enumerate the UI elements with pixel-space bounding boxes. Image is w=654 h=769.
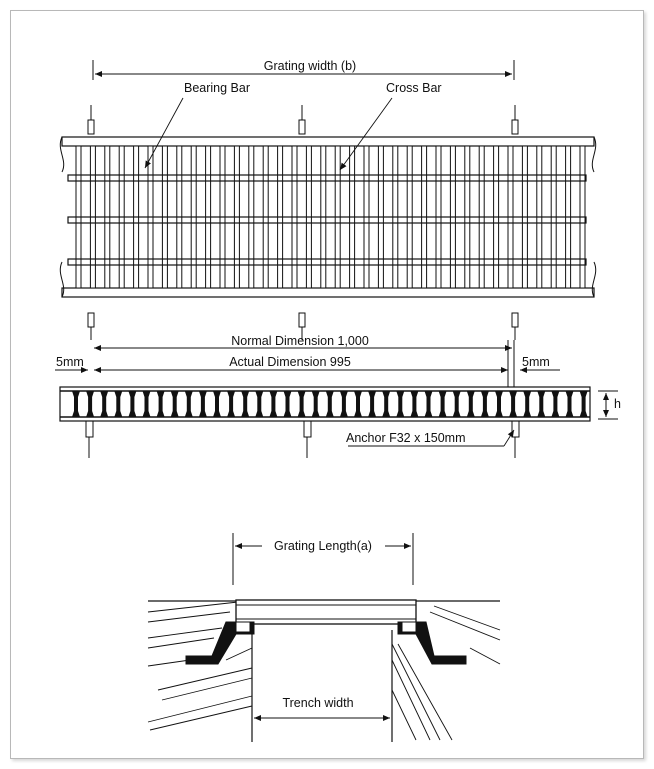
section-bar: [339, 391, 348, 417]
gap-left-label: 5mm: [56, 355, 84, 369]
section-bar: [297, 391, 306, 417]
bottom-anchors: [87, 312, 519, 340]
section-bar: [100, 391, 109, 417]
section-bar: [184, 391, 193, 417]
diagram-frame: [10, 10, 644, 759]
trench-width-label: Trench width: [282, 696, 353, 710]
section-bar: [142, 391, 151, 417]
section-bar: [382, 391, 391, 417]
section-bar: [354, 391, 362, 417]
section-bar: [438, 391, 447, 417]
section-bar: [424, 391, 433, 417]
section-bar: [283, 391, 292, 417]
section-bar: [114, 391, 123, 417]
bearing-bar-label: Bearing Bar: [184, 81, 250, 95]
section-bar: [551, 391, 560, 417]
section-bar: [368, 391, 377, 417]
actual-dimension-label: Actual Dimension 995: [229, 355, 351, 369]
normal-dimension-label: Normal Dimension 1,000: [231, 334, 369, 348]
section-bar: [410, 391, 419, 417]
gap-right-label: 5mm: [522, 355, 550, 369]
cross-bars: [67, 174, 587, 266]
section-bar: [452, 391, 461, 417]
section-bar: [128, 391, 137, 417]
section-bar: [198, 391, 207, 417]
grating-width-label: Grating width (b): [264, 59, 356, 73]
section-bar: [241, 391, 250, 417]
section-bar: [86, 391, 95, 417]
section-bar: [269, 391, 278, 417]
section-bar: [579, 391, 588, 417]
section-bar: [565, 391, 574, 417]
section-bar: [495, 391, 503, 417]
grating-plan-view: [59, 60, 597, 340]
section-bar: [523, 391, 532, 417]
section-bearing-bars: [72, 391, 588, 417]
section-bar: [213, 391, 221, 417]
trench-installation-view: [147, 533, 501, 742]
section-bar: [72, 391, 80, 417]
section-bar: [227, 391, 236, 417]
section-bar: [325, 391, 334, 417]
section-bar: [509, 391, 518, 417]
anchor-label: Anchor F32 x 150mm: [346, 431, 466, 445]
grating-section-view: [55, 340, 618, 458]
section-bar: [156, 391, 165, 417]
section-bar: [170, 391, 179, 417]
section-bar: [255, 391, 264, 417]
section-bar: [466, 391, 475, 417]
grating-length-label: Grating Length(a): [274, 539, 372, 553]
section-bar: [311, 391, 320, 417]
section-bar: [537, 391, 546, 417]
section-bar: [480, 391, 489, 417]
section-bar: [396, 391, 405, 417]
cross-bar-label: Cross Bar: [386, 81, 442, 95]
top-anchors: [87, 105, 519, 135]
height-label: h: [614, 397, 621, 411]
